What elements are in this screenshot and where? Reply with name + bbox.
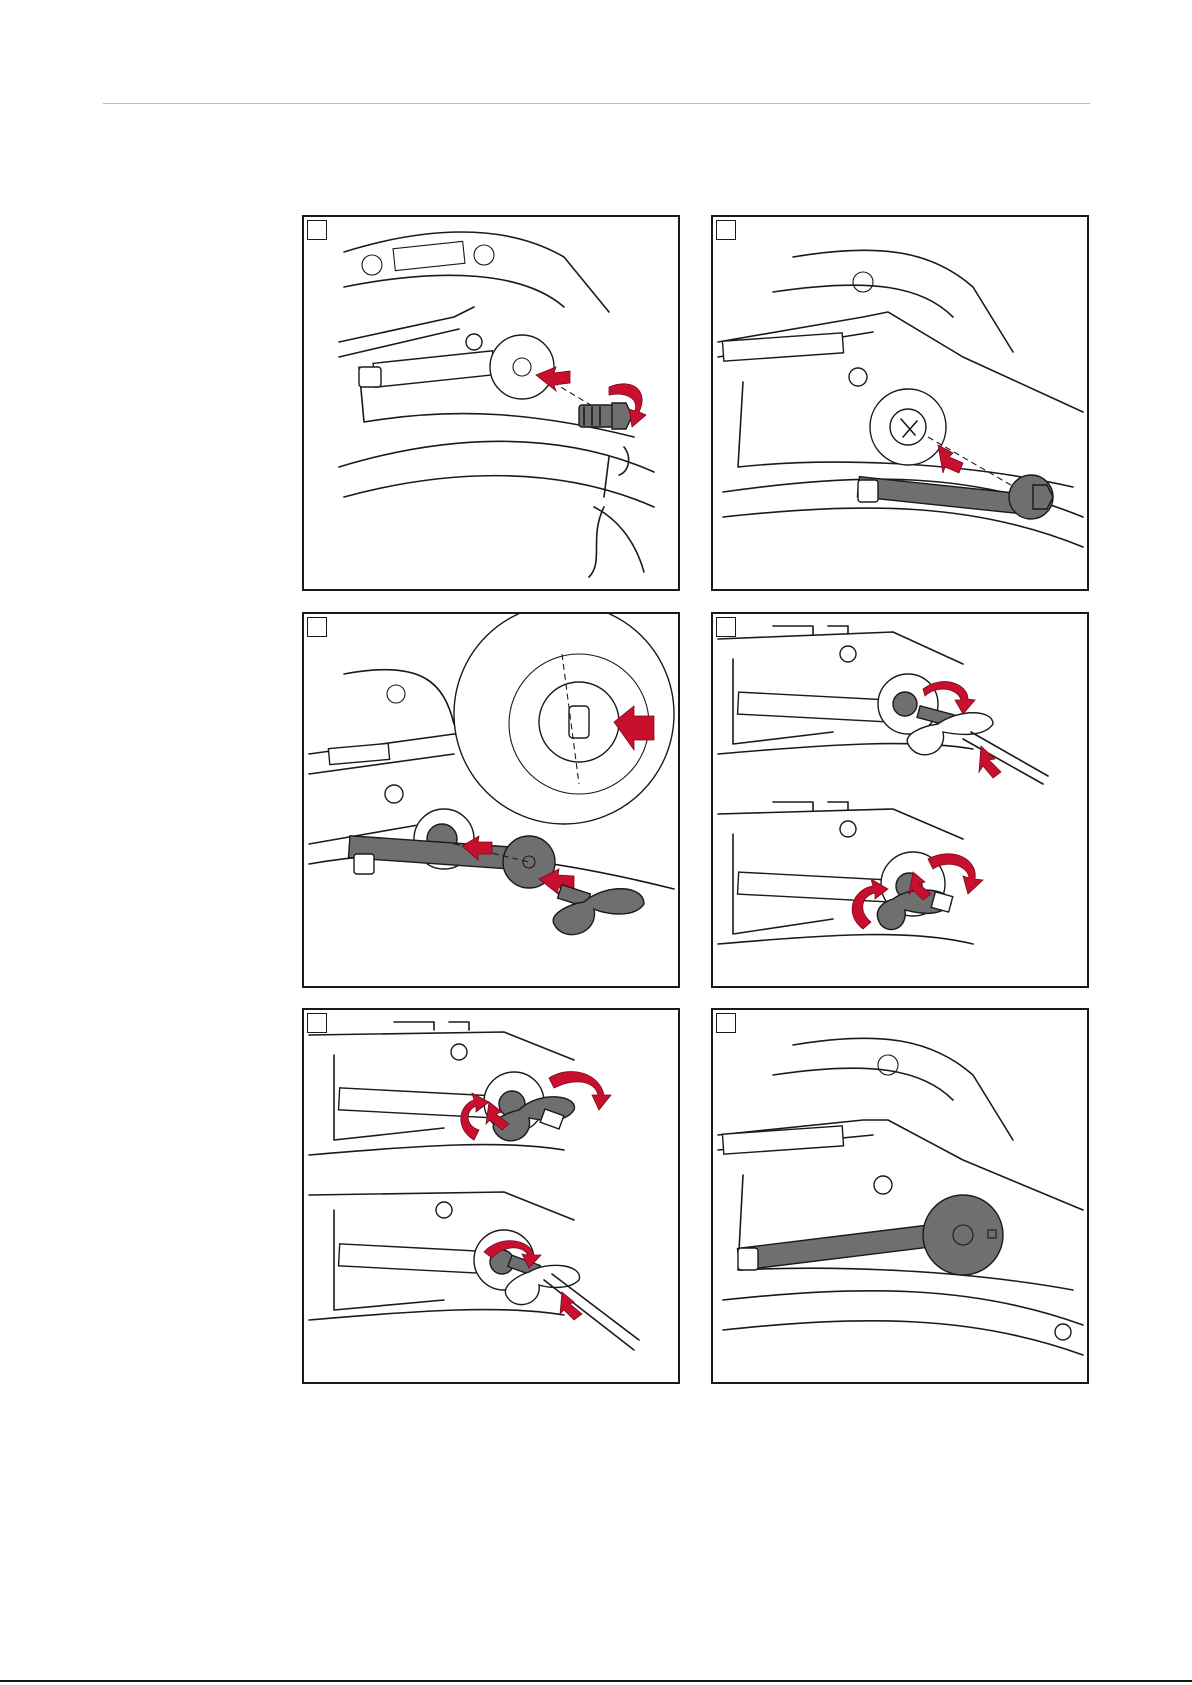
step-3-illustration: [304, 614, 678, 986]
step-panel-4: [711, 612, 1089, 988]
step-number-box: [307, 1013, 327, 1033]
step-6-illustration: [713, 1010, 1087, 1382]
step-panel-3: [302, 612, 680, 988]
step-number-box: [307, 220, 327, 240]
mounted-hub-icon: [923, 1195, 1003, 1275]
pull-arrow-icon: [938, 445, 963, 473]
footer-rule: [0, 1680, 1192, 1682]
step-panel-1: [302, 215, 680, 591]
step-number-box: [716, 220, 736, 240]
step-panel-5: [302, 1008, 680, 1384]
step-number-box: [716, 617, 736, 637]
step-panel-2: [711, 215, 1089, 591]
header-rule: [103, 103, 1090, 104]
step-4-illustration: [713, 614, 1087, 986]
step-panel-6: [711, 1008, 1089, 1384]
step-1-illustration: [304, 217, 678, 589]
step-2-illustration: [713, 217, 1087, 589]
step-number-box: [307, 617, 327, 637]
step-5-illustration: [304, 1010, 678, 1382]
step-number-box: [716, 1013, 736, 1033]
push-arrow-icon: [979, 746, 1001, 778]
